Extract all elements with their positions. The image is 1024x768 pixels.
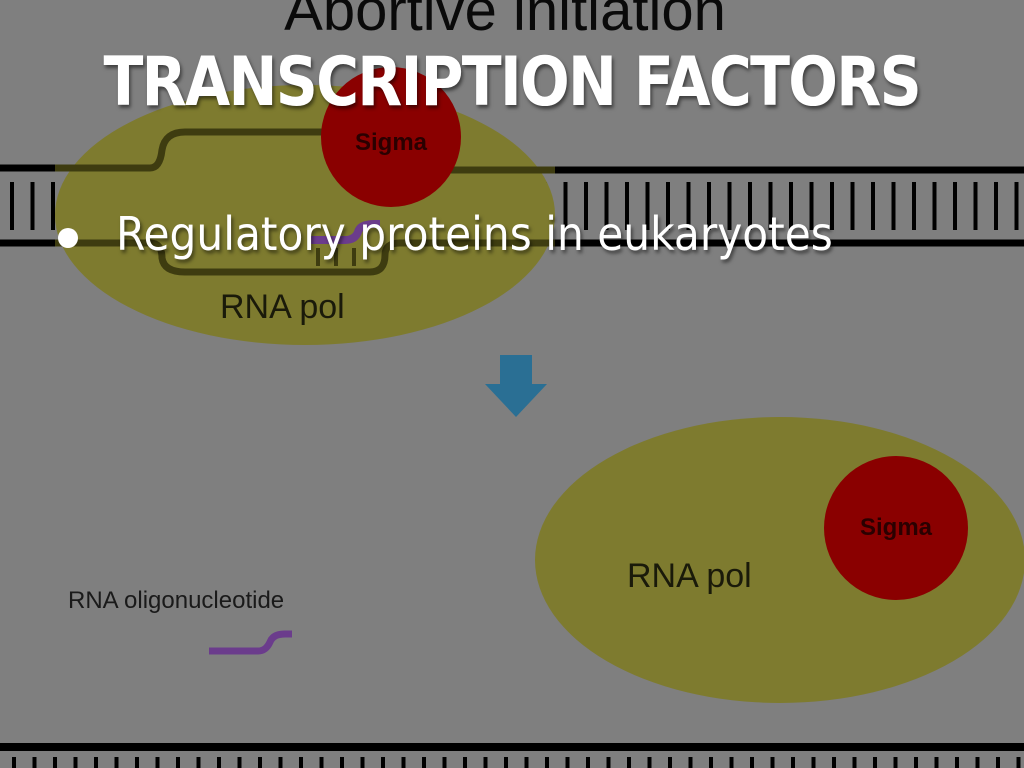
rna-oligo-top: [310, 220, 380, 244]
top-polymerase-label: RNA pol: [220, 288, 345, 326]
slide-title-text: TRANSCRIPTION FACTORS: [103, 43, 922, 122]
bullet-dot-icon: [58, 227, 78, 248]
bottom-dna: [0, 743, 1024, 768]
sigma-top: [321, 67, 461, 207]
bottom-polymerase-label: RNA pol: [627, 557, 752, 595]
diagram-heading: Abortive initiation: [284, 0, 726, 43]
top-sigma-label: Sigma: [355, 129, 428, 156]
bottom-sigma-label: Sigma: [860, 514, 933, 541]
sigma-bottom: [824, 456, 968, 600]
oligo-label: RNA oligonucleotide: [68, 587, 284, 614]
bullet-text: Regulatory proteins in eukaryotes: [116, 207, 833, 261]
slide-title: TRANSCRIPTION FACTORS: [0, 48, 1024, 118]
down-arrow-icon: [485, 355, 547, 417]
bullet-item: Regulatory proteins in eukaryotes: [58, 206, 895, 262]
rna-oligo: [209, 630, 292, 655]
